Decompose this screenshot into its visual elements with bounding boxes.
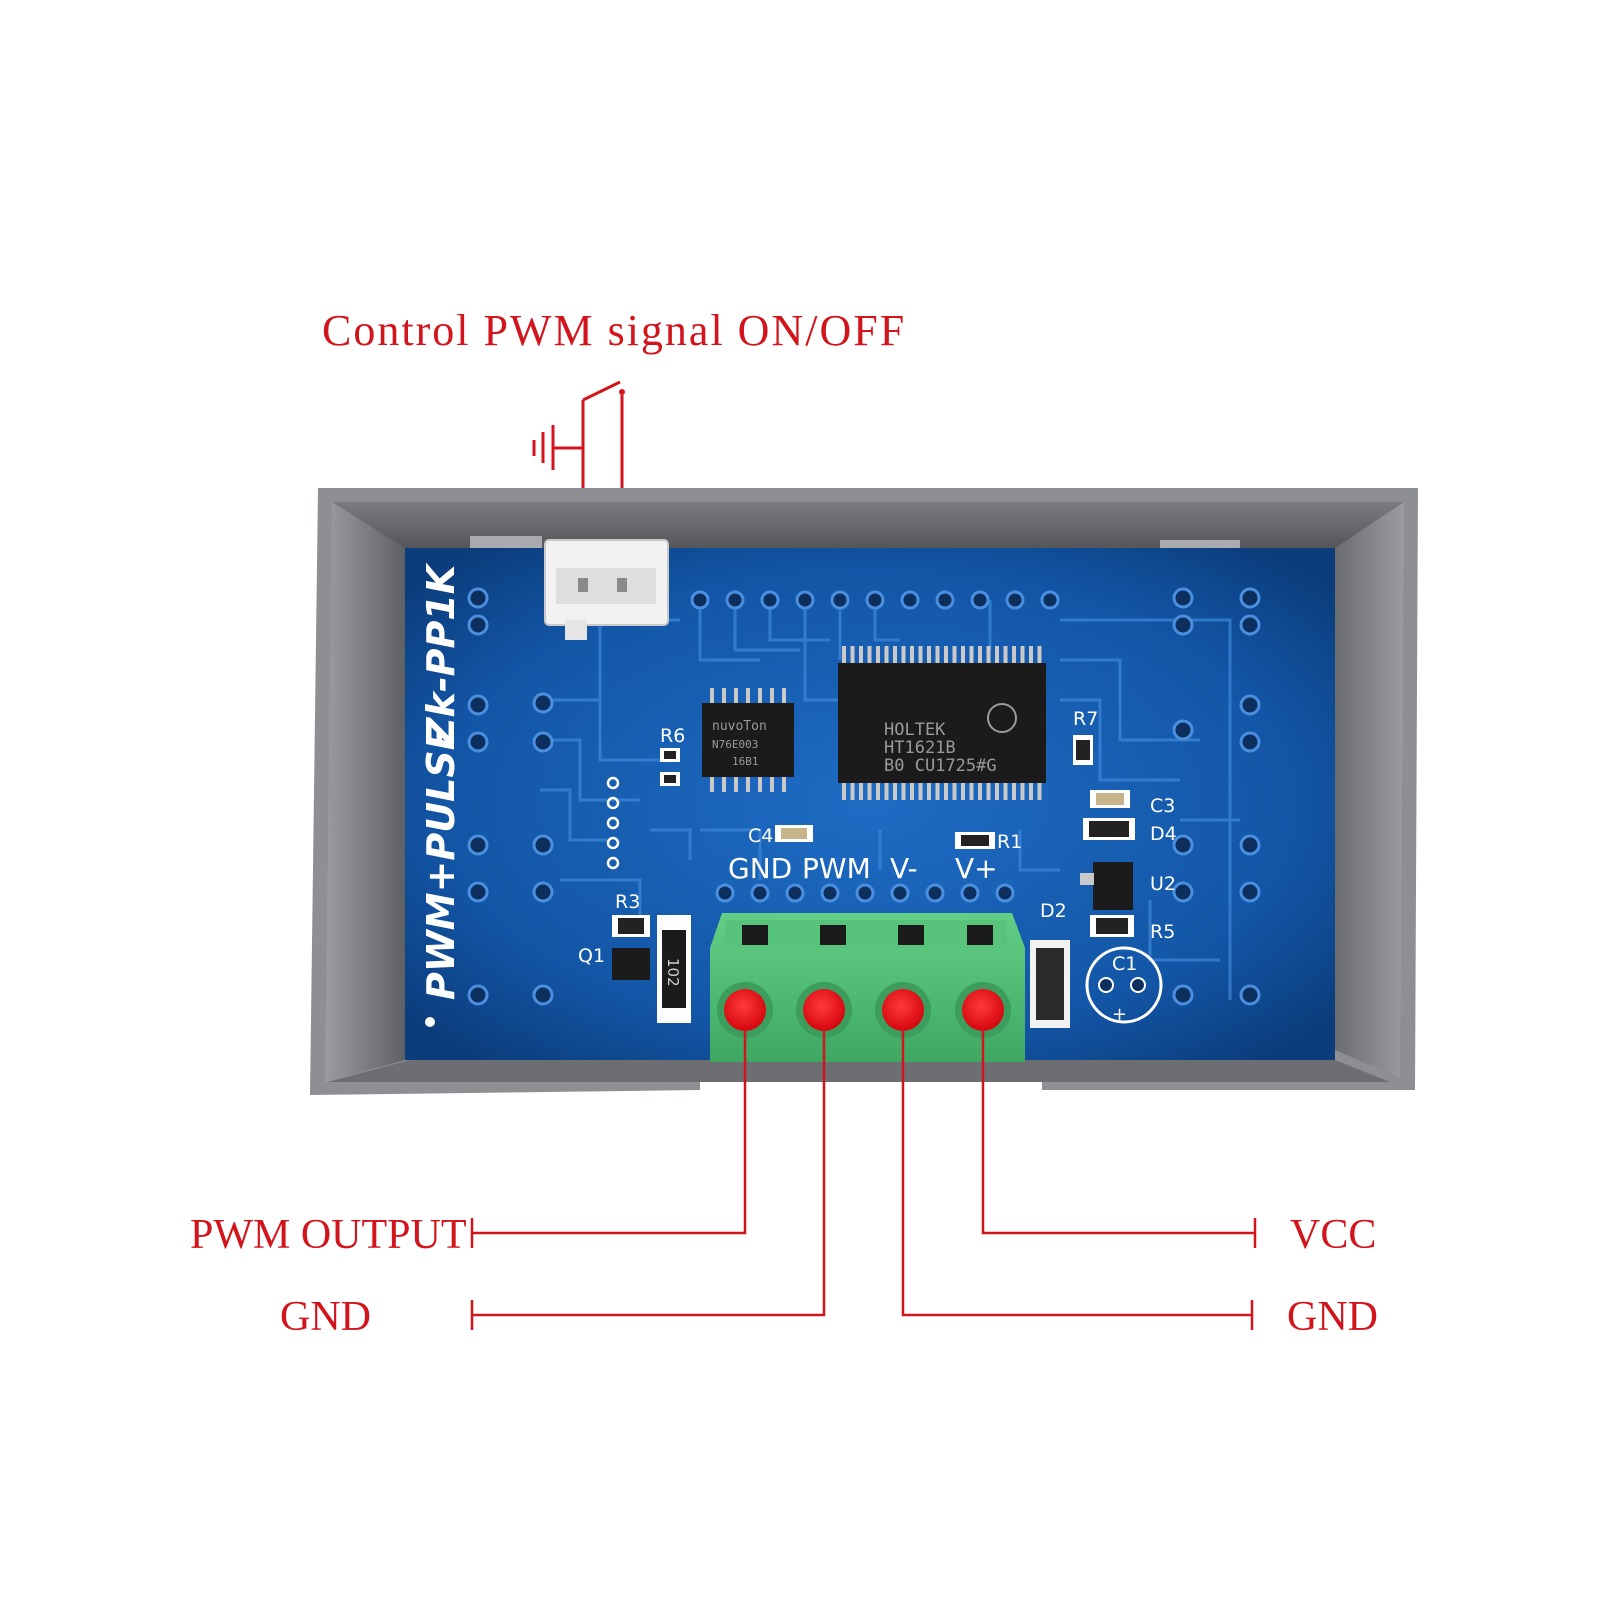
- mcu-chip: nuvoTon N76E003 16B1: [702, 688, 794, 792]
- driver-part: HT1621B: [884, 738, 956, 758]
- mcu-brand: nuvoTon: [712, 719, 767, 734]
- lcd-driver-chip: HOLTEK HT1621B B0 CU1725#G: [838, 646, 1046, 800]
- label-u2: U2: [1150, 873, 1176, 895]
- header-pins: [690, 590, 1060, 903]
- label-r6: R6: [660, 725, 685, 747]
- label-r3: R3: [615, 891, 640, 913]
- label-r5: R5: [1150, 921, 1175, 943]
- jst-connector: [544, 539, 669, 640]
- terminal-dot-pwm: [803, 989, 845, 1031]
- label-d2: D2: [1040, 900, 1067, 922]
- mcu-part: N76E003: [712, 738, 758, 751]
- terminal-dot-v-minus: [882, 989, 924, 1031]
- left-gnd-label: GND: [280, 1294, 371, 1340]
- label-c1: C1: [1112, 953, 1137, 975]
- resistor-marking: 102: [664, 958, 682, 987]
- driver-brand: HOLTEK: [884, 720, 946, 740]
- screw-terminal-block: [710, 913, 1025, 1062]
- terminal-dot-gnd: [724, 989, 766, 1031]
- ground-symbol-icon: [532, 425, 555, 470]
- board-label-v-plus: V+: [955, 852, 998, 885]
- label-q1: Q1: [578, 945, 605, 967]
- pcb-edge-holes: [467, 587, 1261, 1006]
- board-label-v-minus: V-: [890, 852, 918, 885]
- pwm-output-label: PWM OUTPUT: [190, 1212, 467, 1258]
- board-model-label: Zk-PP1K: [419, 562, 463, 746]
- mcu-code: 16B1: [732, 755, 759, 768]
- leader-lines: [470, 1031, 1257, 1330]
- control-pwm-label: Control PWM signal ON/OFF: [322, 306, 906, 355]
- smd-components: [612, 735, 1163, 1028]
- label-r7: R7: [1073, 708, 1098, 730]
- board-label-gnd: GND: [728, 852, 792, 885]
- switch-contact-icon: [619, 389, 625, 395]
- label-c4: C4: [748, 825, 773, 847]
- label-c3: C3: [1150, 795, 1175, 817]
- vcc-label: VCC: [1290, 1212, 1376, 1258]
- board-label-pwm: PWM: [802, 852, 871, 885]
- label-r1: R1: [997, 831, 1022, 853]
- driver-code: B0 CU1725#G: [884, 756, 997, 776]
- c1-plus-mark: +: [1112, 1004, 1127, 1025]
- terminal-dot-v-plus: [962, 989, 1004, 1031]
- holtek-logo-icon: [987, 703, 1017, 733]
- label-d4: D4: [1150, 823, 1177, 845]
- right-gnd-label: GND: [1287, 1294, 1378, 1340]
- programming-pads: [606, 776, 620, 870]
- mounting-dot: [425, 1017, 435, 1027]
- board-name-label: PWM+PULSE: [419, 724, 463, 1000]
- terminal-dots: [724, 989, 1004, 1031]
